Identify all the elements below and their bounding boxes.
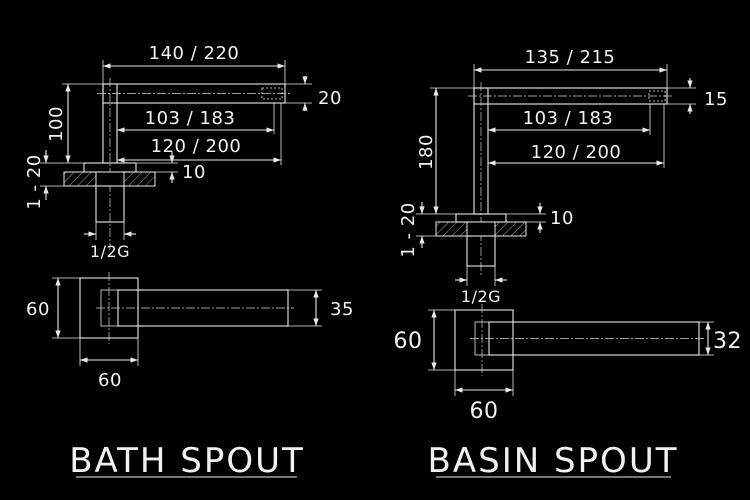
bath-plan-width-label: 35 bbox=[330, 299, 354, 320]
bath-adjust-label: 1 - 20 bbox=[24, 154, 45, 209]
bath-plan-base-label: 60 bbox=[98, 370, 122, 391]
basin-adjust-label: 1 - 20 bbox=[398, 202, 419, 257]
bath-plan-labels: 60 35 60 bbox=[26, 299, 354, 391]
basin-end-height-label: 15 bbox=[704, 89, 728, 110]
basin-thread-label: 1/2G bbox=[461, 287, 501, 306]
bath-inner-length-2-label: 120 / 200 bbox=[151, 136, 242, 157]
basin-inner-length-2-label: 120 / 200 bbox=[531, 142, 622, 163]
basin-inner-length-1-label: 103 / 183 bbox=[523, 108, 614, 129]
basin-side-elevation bbox=[416, 64, 696, 286]
bath-inner-length-1-label: 103 / 183 bbox=[145, 108, 236, 129]
bath-length-label: 140 / 220 bbox=[149, 43, 240, 64]
bath-side-elevation bbox=[40, 60, 312, 250]
bath-height-label: 100 bbox=[46, 106, 67, 142]
bath-thread-label: 1/2G bbox=[90, 242, 130, 261]
basin-length-label: 135 / 215 bbox=[525, 47, 616, 68]
basin-spout-drawing: 135 / 215 15 103 / 183 120 / 200 180 1 -… bbox=[394, 47, 742, 481]
basin-flange-label: 10 bbox=[550, 208, 574, 229]
bath-side-labels: 140 / 220 20 103 / 183 120 / 200 100 1 -… bbox=[24, 43, 342, 261]
bath-spout-drawing: 140 / 220 20 103 / 183 120 / 200 100 1 -… bbox=[24, 43, 354, 481]
basin-plan-view bbox=[428, 304, 714, 396]
bath-spout-title: BATH SPOUT bbox=[69, 441, 305, 481]
basin-height-label: 180 bbox=[416, 134, 437, 170]
bath-end-height-label: 20 bbox=[318, 88, 342, 109]
basin-plan-square-label: 60 bbox=[394, 329, 423, 354]
basin-plan-base-label: 60 bbox=[470, 399, 499, 424]
basin-side-labels: 135 / 215 15 103 / 183 120 / 200 180 1 -… bbox=[398, 47, 728, 306]
basin-plan-width-label: 32 bbox=[713, 329, 742, 354]
bath-plan-view bbox=[52, 272, 322, 366]
bath-plan-square-label: 60 bbox=[26, 299, 50, 320]
basin-spout-title: BASIN SPOUT bbox=[428, 441, 679, 481]
basin-plan-labels: 60 32 60 bbox=[394, 329, 742, 424]
bath-flange-label: 10 bbox=[182, 162, 206, 183]
